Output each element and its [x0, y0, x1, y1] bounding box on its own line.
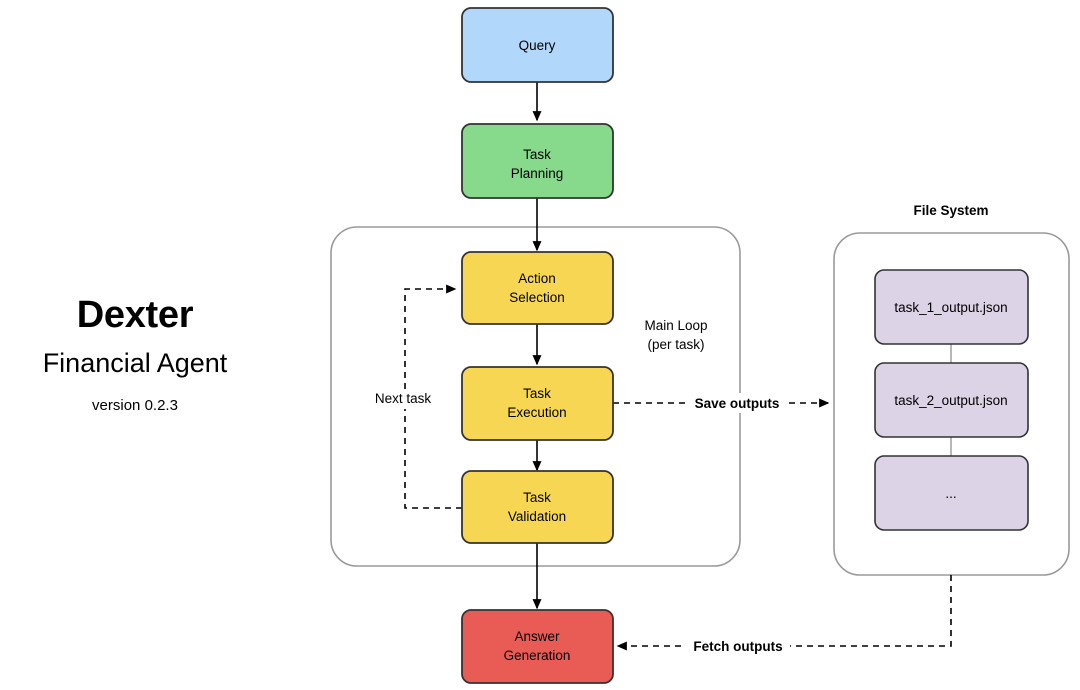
- file-node-1[interactable]: task_1_output.json: [874, 269, 1029, 345]
- node-task-validation[interactable]: Task Validation: [461, 470, 614, 544]
- node-task-planning-label-line1: Task: [523, 147, 551, 162]
- brand-block: Dexter Financial Agent version 0.2.3: [0, 294, 270, 415]
- edge-next-task-label-text: Next task: [375, 391, 432, 406]
- node-task-execution-box[interactable]: [461, 366, 614, 441]
- node-answer-generation-label-line1: Answer: [514, 629, 560, 644]
- node-answer-generation[interactable]: Answer Generation: [461, 609, 614, 684]
- node-query-box[interactable]: [461, 7, 614, 83]
- node-answer-generation-label-line2: Generation: [504, 648, 571, 663]
- node-task-execution[interactable]: Task Execution: [461, 366, 614, 441]
- brand-subtitle: Financial Agent: [42, 347, 228, 378]
- node-task-validation-label-line1: Task: [523, 490, 551, 505]
- edge-fetch-outputs-path: [616, 575, 952, 651]
- node-task-planning[interactable]: Task Planning: [461, 123, 614, 199]
- node-action-selection-label-line1: Action: [518, 271, 556, 286]
- file-node-2-label: task_2_output.json: [894, 393, 1007, 408]
- file-node-2[interactable]: task_2_output.json: [874, 362, 1029, 438]
- node-task-validation-label-line2: Validation: [508, 509, 566, 524]
- fetch-outputs-label-backdrop: [686, 636, 790, 656]
- node-query[interactable]: Query: [461, 7, 614, 83]
- main-loop-note-line2: (per task): [647, 337, 704, 352]
- edge-fetch-outputs-label: Fetch outputs: [693, 639, 782, 654]
- node-task-planning-label-line2: Planning: [511, 166, 564, 181]
- node-action-selection[interactable]: Action Selection: [461, 251, 614, 325]
- save-outputs-label-backdrop: [690, 393, 785, 413]
- edge-save-outputs: Save outputs: [613, 393, 830, 413]
- node-task-validation-box[interactable]: [461, 470, 614, 544]
- node-task-execution-label-line1: Task: [523, 386, 551, 401]
- node-action-selection-label-line2: Selection: [509, 290, 565, 305]
- node-answer-generation-box[interactable]: [461, 609, 614, 684]
- file-node-3[interactable]: ...: [874, 455, 1029, 531]
- node-task-execution-label-line2: Execution: [507, 405, 566, 420]
- brand-version: version 0.2.3: [92, 397, 178, 415]
- file-node-3-box[interactable]: [874, 455, 1029, 531]
- node-action-selection-box[interactable]: [461, 251, 614, 325]
- node-task-planning-box[interactable]: [461, 123, 614, 199]
- next-task-label-backdrop: [362, 389, 446, 409]
- file-node-2-box[interactable]: [874, 362, 1029, 438]
- file-node-1-label: task_1_output.json: [894, 300, 1007, 315]
- brand-title: Dexter: [76, 294, 194, 336]
- node-query-label: Query: [519, 38, 556, 53]
- file-system-title: File System: [913, 203, 988, 218]
- file-node-1-box[interactable]: [874, 269, 1029, 345]
- file-node-3-label: ...: [945, 486, 956, 501]
- main-loop-container: Main Loop (per task): [330, 226, 741, 567]
- edge-fetch-outputs: Fetch outputs: [616, 575, 952, 656]
- edge-save-outputs-label: Save outputs: [695, 396, 780, 411]
- main-loop-note-line1: Main Loop: [644, 318, 707, 333]
